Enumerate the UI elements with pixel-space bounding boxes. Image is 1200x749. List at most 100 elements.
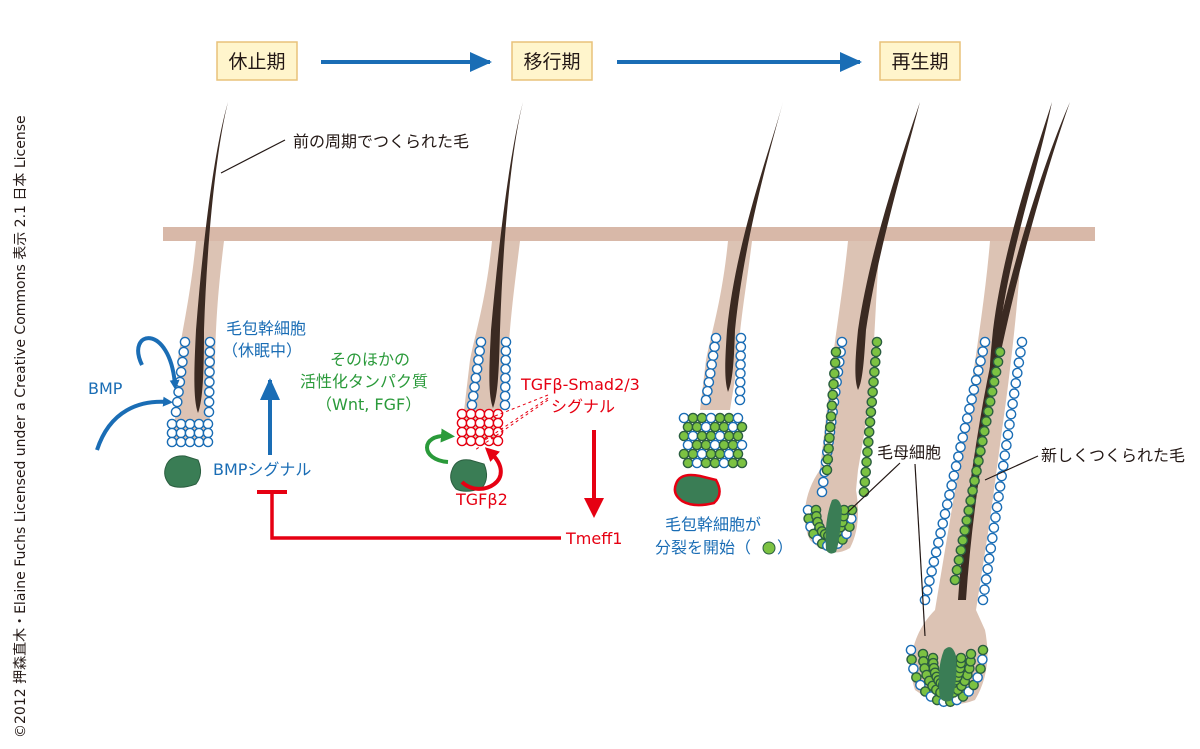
quiescent-stem-cell bbox=[987, 532, 998, 544]
dividing-stem-cell bbox=[994, 346, 1006, 358]
quiescent-stem-cell bbox=[972, 672, 983, 683]
quiescent-stem-cell bbox=[178, 346, 190, 358]
dividing-stem-cell bbox=[971, 465, 982, 477]
dividing-stem-cell bbox=[860, 466, 872, 478]
dividing-stem-cell bbox=[955, 544, 967, 556]
dividing-stem-cell bbox=[859, 476, 871, 488]
dividing-stem-cell bbox=[865, 406, 877, 418]
quiescent-stem-cell bbox=[474, 417, 486, 429]
quiescent-stem-cell bbox=[908, 663, 919, 675]
dividing-stem-cell bbox=[957, 535, 969, 546]
quiescent-stem-cell bbox=[700, 394, 712, 406]
dividing-stem-cell bbox=[869, 366, 880, 378]
quiescent-stem-cell bbox=[202, 436, 214, 448]
quiescent-stem-cell bbox=[203, 406, 215, 418]
matrix-cell-label: 毛母細胞 bbox=[877, 443, 941, 462]
quiescent-stem-cell bbox=[961, 413, 973, 424]
old-hair-pointer bbox=[220, 139, 286, 174]
quiescent-stem-cell bbox=[953, 451, 964, 462]
quiescent-stem-cell bbox=[735, 368, 746, 379]
quiescent-stem-cell bbox=[204, 376, 215, 388]
dermal-papilla bbox=[673, 473, 721, 507]
dividing-stem-cell bbox=[982, 406, 994, 417]
quiescent-stem-cell bbox=[957, 432, 969, 443]
quiescent-stem-cell bbox=[705, 412, 717, 424]
tgf-dash-2 bbox=[484, 397, 549, 441]
dividing-stem-cell bbox=[718, 439, 730, 451]
dividing-stem-cell bbox=[862, 446, 873, 458]
quiescent-stem-cell bbox=[1005, 408, 1017, 420]
stem-cell-cluster bbox=[678, 332, 748, 469]
quiescent-stem-cell bbox=[456, 408, 468, 420]
dermal-papilla bbox=[825, 499, 842, 554]
dividing-stem-cell bbox=[830, 346, 842, 358]
dividing-stem-cell bbox=[714, 448, 726, 460]
quiescent-stem-cell bbox=[836, 336, 848, 348]
dividing-stem-cell bbox=[864, 416, 876, 428]
quiescent-stem-cell bbox=[988, 522, 1000, 534]
quiescent-stem-cell bbox=[678, 412, 690, 424]
quiescent-stem-cell bbox=[991, 501, 1003, 513]
quiescent-stem-cell bbox=[193, 418, 205, 430]
dividing-stem-cell bbox=[736, 421, 748, 433]
quiescent-stem-cell bbox=[735, 332, 747, 344]
skin-surface bbox=[163, 227, 1095, 241]
dividing-stem-cell bbox=[696, 412, 708, 424]
quiescent-stem-cell bbox=[816, 486, 828, 498]
dividing-stem-cell bbox=[981, 416, 992, 427]
quiescent-stem-cell bbox=[964, 403, 975, 415]
quiescent-stem-cell bbox=[170, 406, 182, 418]
quiescent-stem-cell bbox=[983, 553, 995, 565]
quiescent-stem-cell bbox=[465, 435, 477, 447]
quiescent-stem-cell bbox=[687, 430, 699, 442]
quiescent-stem-cell bbox=[465, 408, 477, 420]
activator-green-arrow bbox=[425, 428, 455, 464]
quiescent-stem-cell bbox=[723, 448, 735, 460]
dividing-stem-cell bbox=[736, 457, 748, 469]
quiescent-stem-cell bbox=[736, 439, 748, 451]
quiescent-stem-cell bbox=[499, 381, 511, 393]
follicle-telogen bbox=[164, 102, 228, 488]
quiescent-stem-cell bbox=[997, 460, 1009, 472]
dividing-stem-cell bbox=[988, 376, 1000, 388]
stage-label-telogen: 休止期 bbox=[228, 51, 285, 73]
dividing-stem-cell bbox=[727, 439, 739, 451]
hfsc-label-line2: （休眠中） bbox=[222, 341, 302, 360]
quiescent-stem-cell bbox=[985, 543, 997, 554]
dividing-stem-cell bbox=[696, 430, 708, 442]
dividing-stem-cell bbox=[967, 485, 978, 497]
quiescent-stem-cell bbox=[732, 412, 744, 424]
quiescent-stem-cell bbox=[735, 350, 747, 362]
quiescent-stem-cell bbox=[710, 332, 722, 344]
quiescent-stem-cell bbox=[946, 480, 957, 491]
quiescent-stem-cell bbox=[709, 439, 721, 451]
follicle-mid-anagen bbox=[802, 102, 920, 554]
quiescent-stem-cell bbox=[175, 366, 187, 378]
quiescent-stem-cell bbox=[700, 421, 712, 433]
quiescent-stem-cell bbox=[735, 359, 746, 370]
dividing-stem-cell bbox=[678, 448, 690, 460]
stage-box-anagen bbox=[879, 41, 961, 81]
quiescent-stem-cell bbox=[704, 368, 716, 379]
quiescent-stem-cell bbox=[456, 417, 468, 429]
quiescent-stem-cell bbox=[204, 366, 215, 378]
quiescent-stem-cell bbox=[466, 399, 478, 411]
dividing-stem-cell bbox=[709, 457, 721, 469]
dividing-stem-cell bbox=[709, 421, 721, 433]
new-hair-label: 新しくつくられた毛 bbox=[1041, 446, 1185, 465]
other-activators-line3: （Wnt, FGF） bbox=[316, 395, 421, 414]
quiescent-stem-cell bbox=[975, 355, 986, 367]
dividing-stem-cell bbox=[732, 430, 744, 442]
tgfb2-label: TGFβ2 bbox=[455, 490, 508, 509]
dividing-stem-cell bbox=[732, 448, 744, 460]
dividing-stem-cell bbox=[975, 445, 986, 457]
quiescent-stem-cell bbox=[930, 546, 942, 558]
tgfb2-red-arrow bbox=[460, 447, 503, 491]
dividing-stem-cell bbox=[714, 412, 726, 424]
quiescent-stem-cell bbox=[933, 537, 944, 548]
division-label-line1: 毛包幹細胞が bbox=[665, 515, 761, 534]
quiescent-stem-cell bbox=[968, 384, 980, 396]
quiescent-stem-cell bbox=[475, 336, 487, 348]
quiescent-stem-cell bbox=[696, 448, 708, 460]
quiescent-stem-cell bbox=[483, 408, 495, 420]
